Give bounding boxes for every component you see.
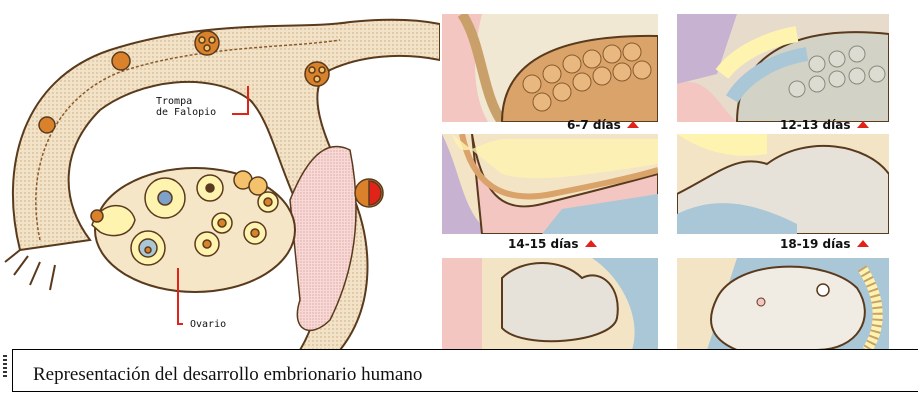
fallopian-tube-label: Trompa de Falopio bbox=[156, 96, 216, 118]
stage-panel-1 bbox=[442, 14, 658, 122]
ovary-label: Ovario bbox=[190, 319, 226, 330]
red-triangle-icon bbox=[627, 121, 639, 128]
stage-panel-5 bbox=[442, 258, 658, 350]
stage-panel-2 bbox=[677, 14, 889, 122]
stage-label-4: 18-19 días bbox=[780, 237, 869, 251]
stage-label-3: 14-15 días bbox=[508, 237, 597, 251]
stage-label-2: 12-13 días bbox=[780, 118, 869, 132]
stage-label-1: 6-7 días bbox=[567, 118, 639, 132]
stage-panel-4 bbox=[677, 134, 889, 234]
caption-box: Representación del desarrollo embrionari… bbox=[12, 349, 918, 392]
caption: Representación del desarrollo embrionari… bbox=[33, 364, 422, 386]
tube-ovary-drawing bbox=[0, 0, 440, 350]
red-triangle-icon bbox=[857, 121, 869, 128]
stage-panel-3 bbox=[442, 134, 658, 234]
stage-panel-6 bbox=[677, 258, 889, 350]
side-mark bbox=[3, 355, 7, 379]
red-triangle-icon bbox=[585, 240, 597, 247]
red-triangle-icon bbox=[857, 240, 869, 247]
